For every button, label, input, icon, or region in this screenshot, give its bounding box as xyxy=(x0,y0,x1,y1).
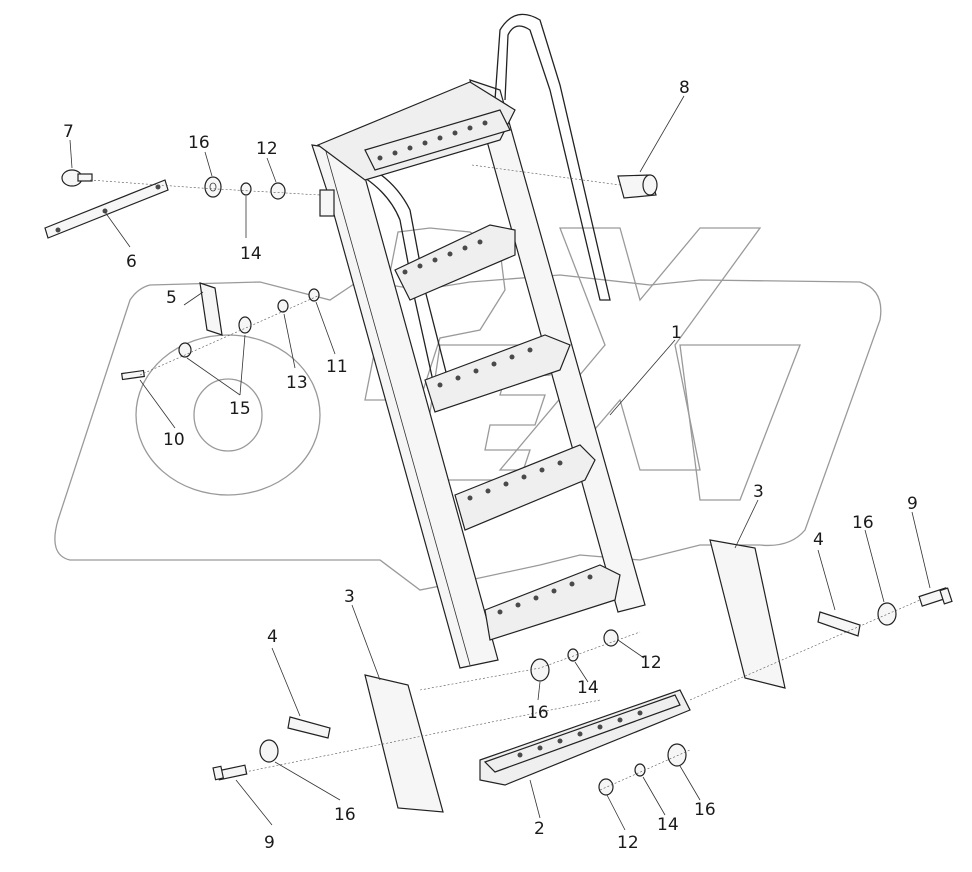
callout-16: 16 xyxy=(334,805,356,825)
callout-3: 3 xyxy=(753,482,764,502)
callout-1: 1 xyxy=(671,323,682,343)
tread-perforations xyxy=(377,120,593,615)
callout-2: 2 xyxy=(534,819,545,839)
callout-11: 11 xyxy=(326,357,348,377)
opex-watermark-logo xyxy=(54,227,882,591)
callout-16: 16 xyxy=(694,800,716,820)
callout-pointers xyxy=(69,95,931,831)
callout-14: 14 xyxy=(577,678,599,698)
callout-13: 13 xyxy=(286,373,308,393)
callout-3: 3 xyxy=(344,587,355,607)
callout-7: 7 xyxy=(63,122,74,142)
knob-7 xyxy=(61,169,93,187)
small-plate-right xyxy=(817,611,861,637)
sleeve-8 xyxy=(617,174,658,199)
callout-15: 15 xyxy=(229,399,251,419)
callout-4: 4 xyxy=(813,530,824,550)
bottom-step xyxy=(479,689,691,786)
callout-14: 14 xyxy=(240,244,262,264)
side-plate-left xyxy=(364,674,444,813)
callout-10: 10 xyxy=(163,430,185,450)
callout-16: 16 xyxy=(527,703,549,723)
bracket-5 xyxy=(199,282,223,336)
assembly-lines xyxy=(89,164,921,791)
fasteners xyxy=(178,176,897,796)
bolt-9-left xyxy=(212,764,248,781)
callout-labels: 1 2 3 3 4 4 5 6 7 8 9 9 10 11 12 12 12 1… xyxy=(63,78,918,853)
callout-6: 6 xyxy=(126,252,137,272)
callout-14: 14 xyxy=(657,815,679,835)
bolt-9-right xyxy=(918,587,953,607)
callout-5: 5 xyxy=(166,288,177,308)
callout-9: 9 xyxy=(264,833,275,853)
callout-12: 12 xyxy=(640,653,662,673)
callout-12: 12 xyxy=(256,139,278,159)
callout-16: 16 xyxy=(188,133,210,153)
callout-9: 9 xyxy=(907,494,918,514)
callout-8: 8 xyxy=(679,78,690,98)
bolt-10 xyxy=(121,369,145,381)
callout-4: 4 xyxy=(267,627,278,647)
callout-12: 12 xyxy=(617,833,639,853)
ladder-frame xyxy=(311,13,646,669)
callout-16: 16 xyxy=(852,513,874,533)
small-plate-left xyxy=(287,716,331,739)
side-plate-right xyxy=(709,539,786,689)
